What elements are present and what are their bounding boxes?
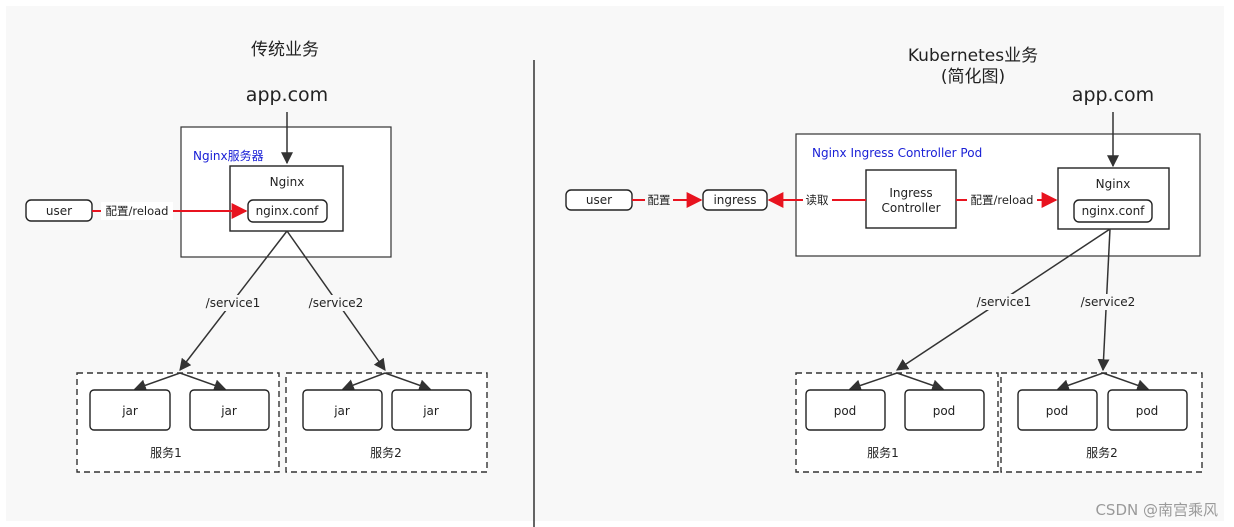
right-title: Kubernetes业务	[908, 46, 1038, 66]
controller-reload-label: 配置/reload	[970, 193, 1033, 207]
left-route1-label: /service1	[206, 296, 261, 310]
right-service1-label: 服务1	[867, 445, 899, 460]
controller-reload-label-bg	[967, 192, 1037, 209]
right-svc2-pod-1-label: pod	[1046, 404, 1069, 418]
left-svc1-fanout-a	[133, 372, 181, 392]
left-svc2-jar-1	[302, 389, 383, 431]
read-label: 读取	[806, 193, 829, 207]
left-route1-bg	[203, 295, 263, 311]
right-svc1-pod-2-label: pod	[933, 404, 956, 418]
left-service1-label: 服务1	[150, 445, 182, 460]
right-nginx-label: Nginx	[1096, 177, 1131, 191]
right-config-label: 配置	[648, 193, 671, 207]
right-user-label: user	[586, 193, 612, 207]
right-subtitle: (简化图)	[941, 67, 1005, 87]
left-service2-label: 服务2	[370, 445, 402, 460]
nginx-server-label: Nginx服务器	[193, 148, 264, 163]
right-svc2-fanout-b	[1102, 372, 1150, 392]
left-svc1-jar-2	[189, 389, 270, 431]
watermark: CSDN @南宫乘风	[1095, 501, 1218, 519]
left-svc2-fanout-a	[341, 372, 386, 391]
right-svc2-pod-1	[1017, 389, 1098, 431]
right-route2-bg	[1078, 294, 1138, 310]
right-nginx-conf-box	[1073, 199, 1153, 223]
left-svc2-jar-2	[391, 389, 472, 431]
right-svc1-pod-1-label: pod	[834, 404, 857, 418]
right-route1-bg	[974, 294, 1034, 310]
left-svc1-jar-2-label: jar	[220, 404, 237, 418]
left-route2-bg	[306, 295, 366, 311]
right-svc1-pod-2	[904, 389, 985, 431]
ingress-controller-pod-label: Nginx Ingress Controller Pod	[812, 146, 982, 160]
right-service2-label: 服务2	[1086, 445, 1118, 460]
right-svc1-pod-1	[805, 389, 886, 431]
left-domain: app.com	[246, 84, 328, 106]
left-svc2-jar-2-label: jar	[422, 404, 439, 418]
right-route2-label: /service2	[1081, 295, 1136, 309]
ingress-resource-label: ingress	[713, 193, 756, 207]
left-config-label-bg	[101, 202, 173, 220]
left-svc1-jar-1-label: jar	[121, 404, 138, 418]
ingress-controller-label-1: Ingress	[889, 186, 932, 200]
left-config-label: 配置/reload	[105, 204, 168, 218]
right-svc1-fanout-b	[896, 372, 945, 392]
left-svc2-jar-1-label: jar	[333, 404, 350, 418]
right-svc1-fanout-a	[848, 372, 898, 392]
left-nginx-conf-label: nginx.conf	[256, 204, 320, 218]
left-user-label: user	[46, 204, 72, 218]
right-svc2-pod-2	[1107, 389, 1188, 431]
left-title: 传统业务	[251, 40, 319, 60]
right-config-label-bg	[645, 192, 673, 209]
read-label-bg	[803, 192, 832, 209]
right-nginx-conf-label: nginx.conf	[1082, 204, 1146, 218]
left-svc1-fanout-b	[179, 372, 227, 392]
right-svc2-pod-2-label: pod	[1136, 404, 1159, 418]
left-nginx-label: Nginx	[270, 175, 305, 189]
right-svc2-fanout-a	[1056, 372, 1104, 392]
left-svc1-jar-1	[89, 389, 171, 431]
right-route1-label: /service1	[977, 295, 1032, 309]
left-route2-label: /service2	[309, 296, 364, 310]
left-nginx-conf-box	[247, 199, 328, 223]
left-svc2-fanout-b	[384, 372, 432, 392]
ingress-controller-label-2: Controller	[881, 201, 940, 215]
ingress-resource-box	[702, 189, 768, 211]
ingress-controller-box	[865, 169, 957, 229]
right-domain: app.com	[1072, 84, 1154, 106]
